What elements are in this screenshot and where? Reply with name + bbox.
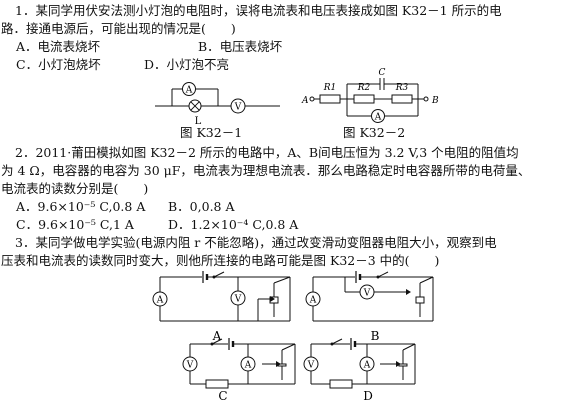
voltmeter-symbol-label: V xyxy=(186,361,194,371)
ammeter-symbol xyxy=(182,82,196,96)
circuit-a-label: A xyxy=(212,329,222,343)
switch-symbol xyxy=(331,338,343,345)
voltmeter-symbol xyxy=(230,98,246,114)
figure-k32-1: A L V xyxy=(155,82,280,127)
figure-k32-1-caption: 图 K32－1 xyxy=(180,125,243,140)
switch-symbol xyxy=(211,338,223,345)
voltmeter-label: V xyxy=(234,103,242,113)
q1-option-d: D．小灯泡不亮 xyxy=(144,57,230,72)
ammeter-symbol-label: A xyxy=(309,296,317,306)
circuit-d-label: D xyxy=(363,389,373,402)
voltmeter-symbol xyxy=(303,356,319,372)
q1-option-c: C．小灯泡烧坏 xyxy=(16,57,101,72)
voltmeter-symbol xyxy=(182,356,198,372)
wire xyxy=(419,276,434,284)
slider-arrow-head xyxy=(406,289,411,295)
switch-symbol xyxy=(213,271,225,278)
slider-arrow-head xyxy=(270,296,275,302)
node-b-label: B xyxy=(431,96,439,106)
resistor-symbol xyxy=(329,379,353,389)
q1-line-1: 1．某同学用伏安法测小灯泡的电阻时，误将电流表和电压表接成如图 K32－1 所示… xyxy=(15,3,502,18)
switch-symbol xyxy=(377,271,389,278)
r1-label: R1 xyxy=(323,83,337,93)
figure-k32-2: R1 R2 R3 B A C A xyxy=(301,68,439,123)
figure-k32-2-caption: 图 K32－2 xyxy=(343,125,406,140)
q1-option-a: A．电流表烧坏 xyxy=(16,39,101,54)
r2-label: R2 xyxy=(357,83,371,93)
voltmeter-symbol-label: V xyxy=(363,289,371,299)
q1-line-2: 路．接通电源后，可能出现的情况是( ) xyxy=(1,21,236,36)
slider-arrow-head xyxy=(276,361,281,367)
ammeter-label: A xyxy=(374,113,382,123)
q3-line-2: 压表和电流表的读数同时变大，则他所连接的电路可能是图 K32－3 中的( ) xyxy=(1,253,440,268)
circuit-b-label: B xyxy=(371,329,380,343)
q3-line-1: 3．某同学做电学实验(电源内阻 r 不能忽略)，通过改变滑动变阻器电阻大小，观察… xyxy=(15,235,497,250)
rheostat-symbol xyxy=(415,296,425,304)
q2-line-2: 为 4 Ω，电容器的电容为 30 μF，电流表为理想电流表．那么电路稳定时电容器… xyxy=(1,163,531,178)
ammeter-symbol-label: A xyxy=(363,361,371,371)
wire xyxy=(402,343,416,351)
q2-option-b: B．0,0.8 A xyxy=(168,199,235,214)
ammeter-symbol xyxy=(305,291,321,307)
q2-option-c: C．9.6×10⁻⁵ C,1 A xyxy=(16,217,134,232)
voltmeter-symbol-label: V xyxy=(307,361,315,371)
capacitor-label: C xyxy=(379,68,386,78)
ammeter-symbol-label: A xyxy=(244,361,252,371)
lamp-label: L xyxy=(195,116,202,127)
ammeter-symbol xyxy=(152,291,168,307)
node-a-label: A xyxy=(301,96,309,106)
ammeter-label: A xyxy=(185,86,193,96)
ammeter-symbol xyxy=(371,109,385,123)
r3-label: R3 xyxy=(395,83,409,93)
q2-option-a: A．9.6×10⁻⁵ C,0.8 A xyxy=(16,199,146,214)
q2-line-3: 电流表的读数分别是( ) xyxy=(1,181,149,196)
wire xyxy=(273,276,291,284)
voltmeter-symbol-label: V xyxy=(234,295,242,305)
q2-option-d: D．1.2×10⁻⁴ C,0.8 A xyxy=(168,217,299,232)
wire xyxy=(281,343,296,351)
resistor-symbol xyxy=(205,379,229,389)
circuit-c-label: C xyxy=(218,389,227,402)
slider-arrow-head xyxy=(396,361,401,367)
q1-option-b: B．电压表烧坏 xyxy=(198,39,283,54)
q2-line-1: 2．2011·莆田模拟如图 K32－2 所示的电路中，A、B间电压恒为 3.2 … xyxy=(15,145,519,160)
ammeter-symbol-label: A xyxy=(156,296,164,306)
